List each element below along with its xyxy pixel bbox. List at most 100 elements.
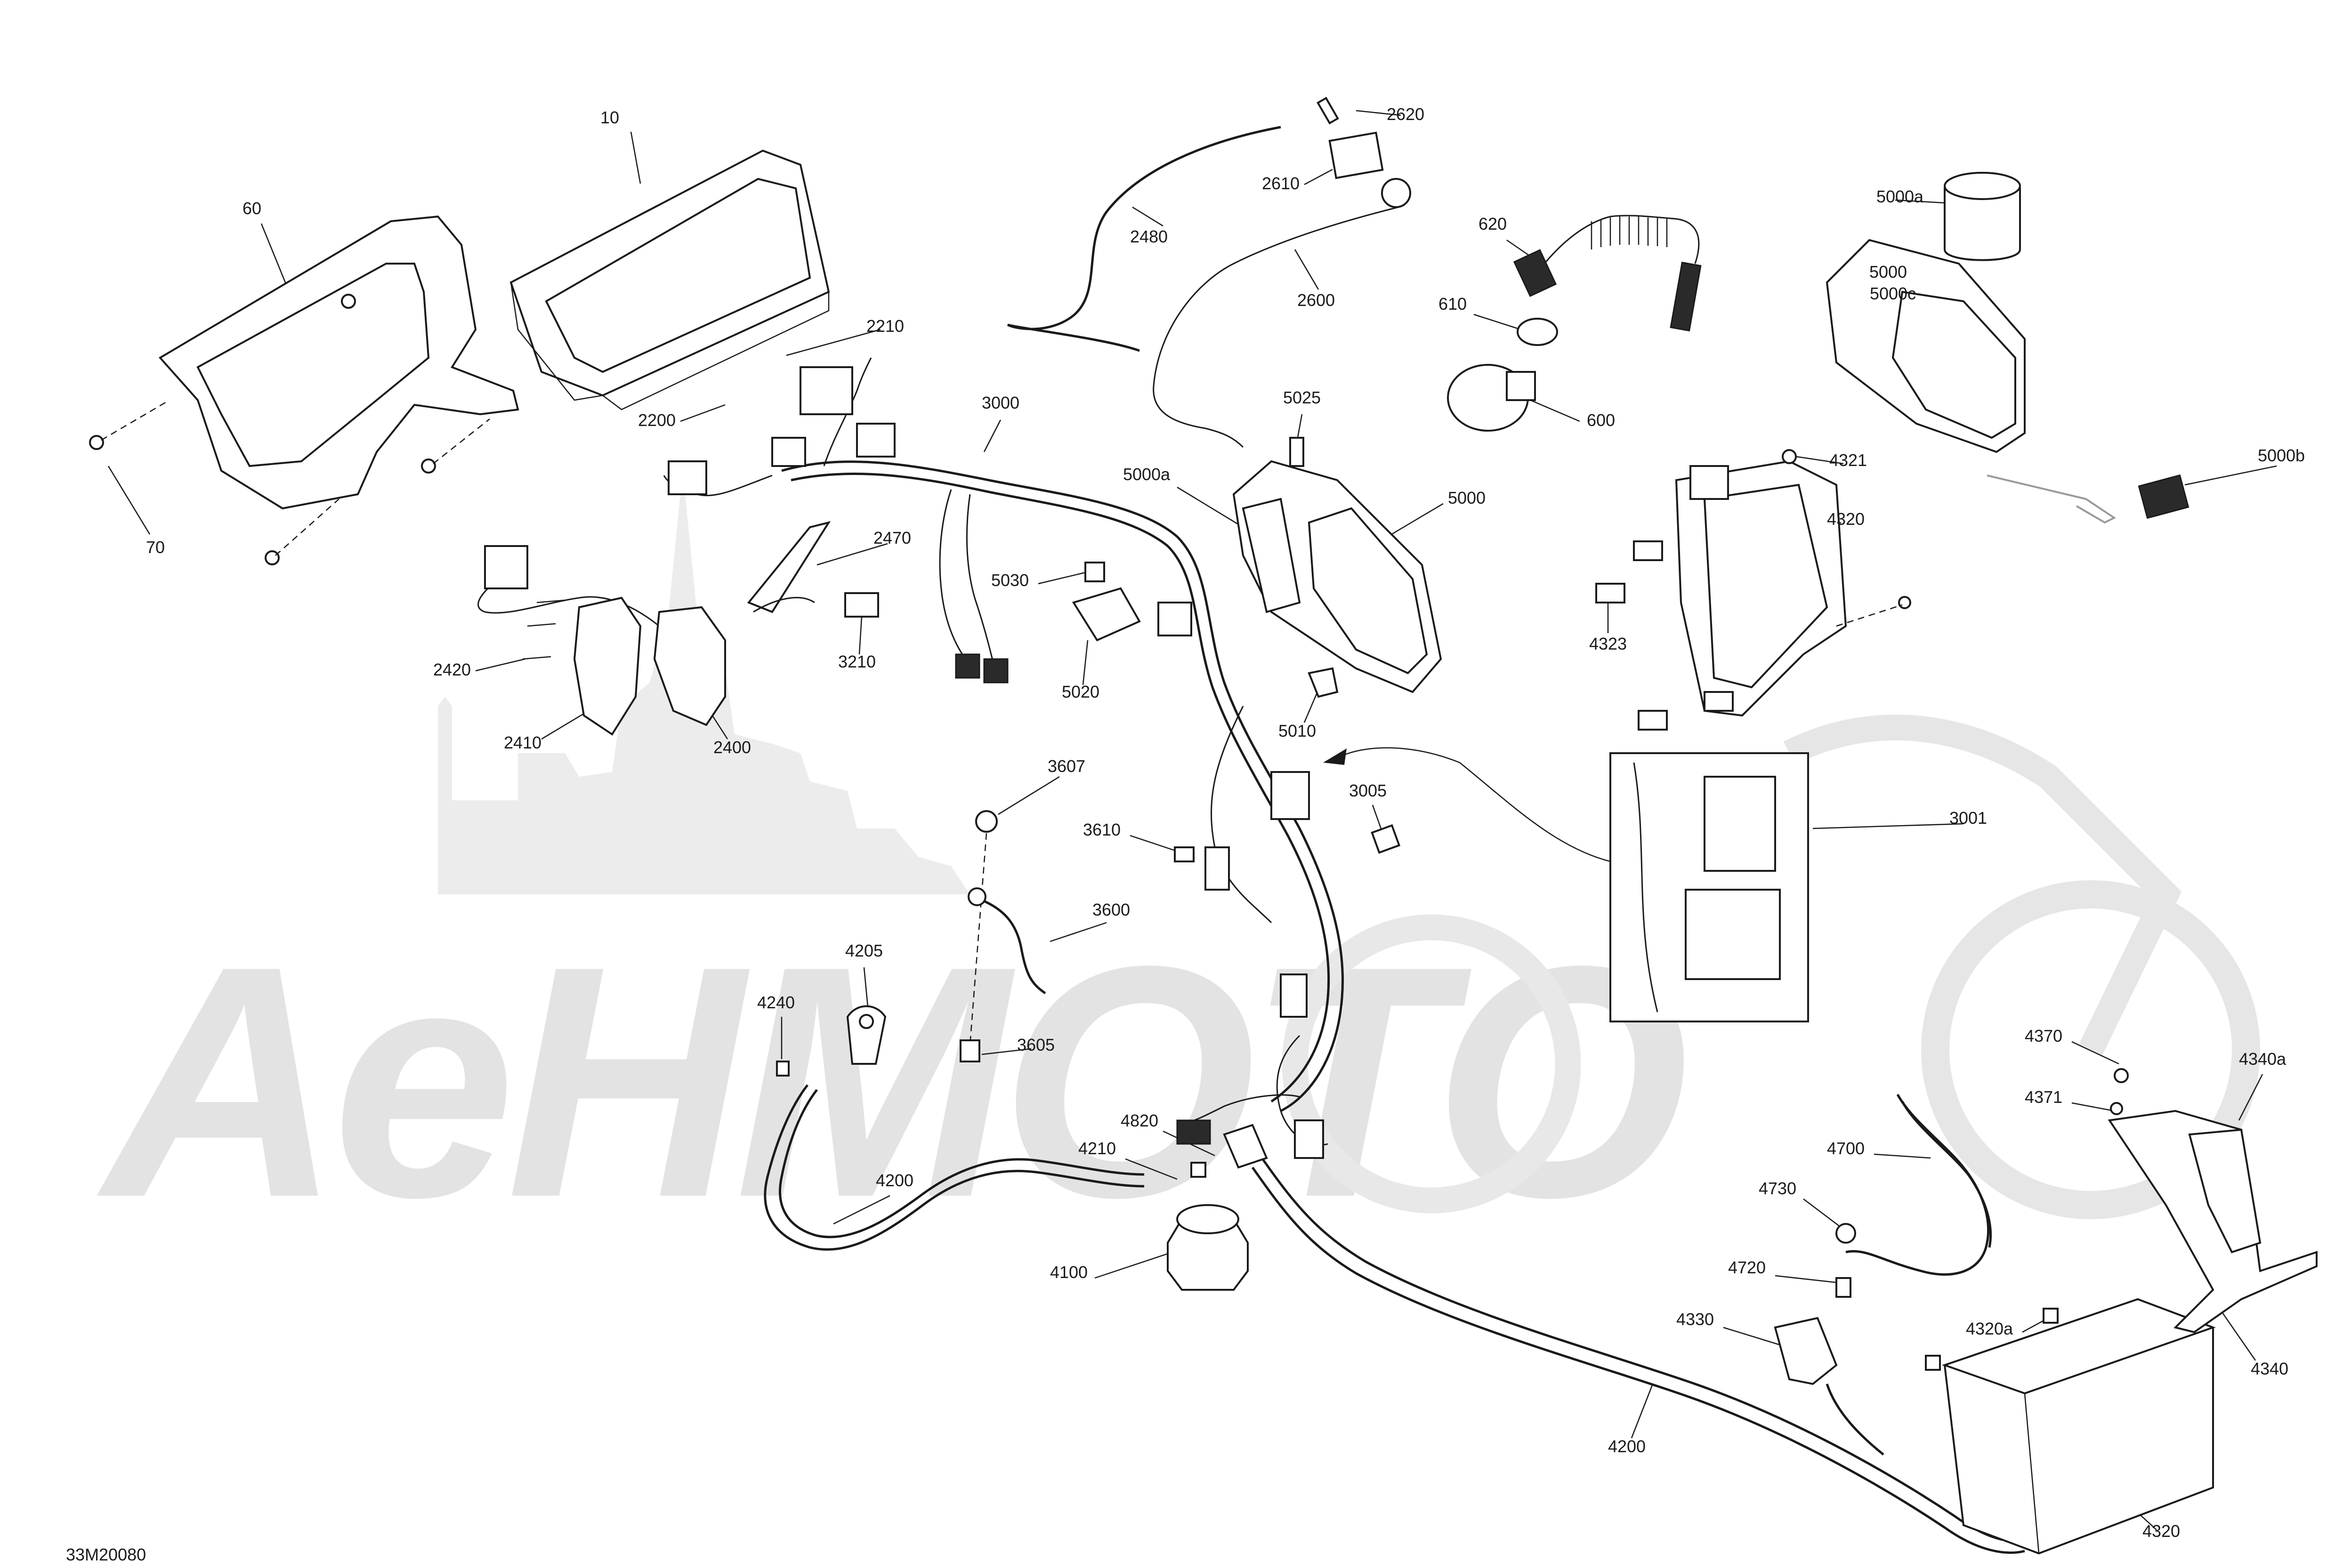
callout-leader-c-5010	[1303, 689, 1319, 723]
connector-4320-top	[1689, 465, 1729, 500]
cable-4200-right-inner	[1251, 1166, 2025, 1554]
terminal-4320a-right	[2043, 1308, 2059, 1324]
callout-label-c-4340a: 4340a	[2239, 1049, 2287, 1069]
switch-600-knob	[1506, 371, 1536, 401]
callout-leader-c-60	[260, 223, 288, 288]
ground-strap	[960, 810, 1401, 1062]
callout-leader-c-3210	[858, 616, 863, 655]
cable-4200-right	[1260, 1157, 2025, 1542]
screw-4370	[2114, 1068, 2129, 1083]
callout-leader-c-4370	[2071, 1041, 2119, 1065]
callout-leader-c-3610	[1130, 835, 1180, 853]
standoff-d	[1704, 691, 1734, 712]
bolt-3610	[1174, 846, 1195, 862]
callout-label-c-600: 600	[1587, 410, 1615, 430]
inset-pointer-arrow	[1323, 748, 1347, 765]
callout-leader-c-5025	[1296, 414, 1303, 441]
callout-label-c-3607: 3607	[1048, 756, 1085, 776]
bracket-screw-axis	[1836, 604, 1903, 627]
harness-branch-down	[939, 489, 971, 665]
callout-leader-c-5020	[1082, 640, 1089, 685]
tether-clip	[1670, 261, 1702, 332]
bracket-4320-mid-face	[1703, 483, 1828, 689]
callout-leader-c-2410	[541, 710, 589, 740]
watermark-wheel-front	[1282, 914, 1581, 1214]
harness-connector-j	[800, 366, 853, 415]
callout-label-c-610: 610	[1438, 294, 1467, 314]
callout-label-c-2400: 2400	[713, 738, 751, 757]
bracket-screw-right	[421, 458, 436, 474]
callout-leader-c-4730	[1803, 1198, 1846, 1231]
handlebar-switch	[477, 521, 879, 736]
callout-label-c-5000c: 5000c	[1870, 284, 1916, 303]
callout-label-c-4320a: 4320a	[1966, 1319, 2013, 1338]
callout-leader-c-2470	[816, 543, 888, 566]
callout-label-c-5000-top: 5000	[1869, 262, 1907, 281]
callout-leader-c-2620	[1356, 110, 1401, 116]
bracket-4340a	[2188, 1128, 2262, 1254]
watermark-moto-frame	[1783, 715, 2182, 1055]
callout-label-c-4371: 4371	[2025, 1087, 2062, 1107]
standoff-b	[1595, 583, 1625, 603]
negative-cable	[1774, 1094, 1992, 1455]
callout-leader-c-4330	[1723, 1327, 1785, 1347]
callout-label-c-3001: 3001	[1949, 808, 1987, 828]
detail-inset-3001	[1323, 747, 1809, 1022]
bracket-screw-left	[89, 435, 104, 450]
wire-3210	[753, 597, 815, 613]
callout-label-c-4320-mid: 4320	[1827, 509, 1865, 529]
callout-label-c-2600: 2600	[1297, 290, 1335, 310]
cable-4700-inner	[1901, 1101, 1992, 1248]
harness-connector-b	[983, 658, 1009, 683]
screw-2420-b	[527, 623, 556, 627]
callout-leader-c-2610	[1304, 169, 1333, 185]
callout-label-c-5025: 5025	[1283, 388, 1321, 407]
battery-assembly	[1925, 1068, 2318, 1555]
screw-2420-c	[522, 656, 551, 660]
bracket-screw-axis-left	[101, 399, 170, 441]
standoffs-4323	[1595, 540, 1734, 731]
callout-label-c-4323: 4323	[1589, 634, 1627, 653]
callout-label-c-2420: 2420	[433, 660, 471, 679]
nut-4210	[1190, 1162, 1206, 1178]
callout-label-c-2620: 2620	[1387, 105, 1424, 124]
callout-label-c-4820: 4820	[1121, 1111, 1158, 1130]
callout-leader-c-3600	[1050, 922, 1107, 942]
cluster-edge	[510, 282, 603, 401]
callout-label-c-2610: 2610	[1262, 174, 1300, 193]
screw-4320-right	[1898, 596, 1911, 609]
strap-2470	[747, 521, 831, 613]
callout-label-c-5030: 5030	[991, 571, 1029, 590]
callout-leader-c-2200	[680, 404, 726, 422]
callout-leader-c-4210	[1125, 1158, 1178, 1180]
bracket-4340	[2108, 1110, 2318, 1334]
callout-label-c-4240: 4240	[757, 993, 795, 1012]
callout-label-c-620: 620	[1479, 214, 1507, 233]
harness-branch-lower	[1211, 706, 1272, 924]
callout-label-c-60: 60	[242, 199, 261, 218]
lead-wires-upper	[1007, 96, 1411, 448]
boot-4820	[1223, 1124, 1268, 1169]
solenoid-4100	[1167, 1218, 1249, 1291]
bracket-screw-axis-bottom	[275, 499, 339, 556]
callout-leader-c-10	[630, 131, 641, 184]
ground-axis	[969, 833, 987, 1045]
inset-connector-bottom	[1685, 889, 1781, 980]
wire-2480	[1007, 126, 1281, 352]
callout-label-c-4700: 4700	[1827, 1139, 1865, 1158]
cable-4200-left	[764, 1084, 1145, 1251]
battery-cable-system	[764, 1005, 2025, 1554]
callout-label-c-4370: 4370	[2025, 1026, 2062, 1045]
switch-housing-2410	[573, 596, 642, 736]
clip-5010	[1308, 667, 1339, 698]
callout-label-c-4720: 4720	[1728, 1258, 1766, 1277]
callout-leader-c-4321	[1796, 456, 1844, 465]
inset-pointer	[1337, 747, 1611, 862]
nut-3607	[975, 810, 998, 833]
callout-label-c-2410: 2410	[504, 733, 541, 752]
callout-label-c-70: 70	[146, 538, 165, 557]
callout-leader-c-3001	[1812, 823, 1964, 829]
main-wiring-harness	[663, 357, 1344, 1159]
